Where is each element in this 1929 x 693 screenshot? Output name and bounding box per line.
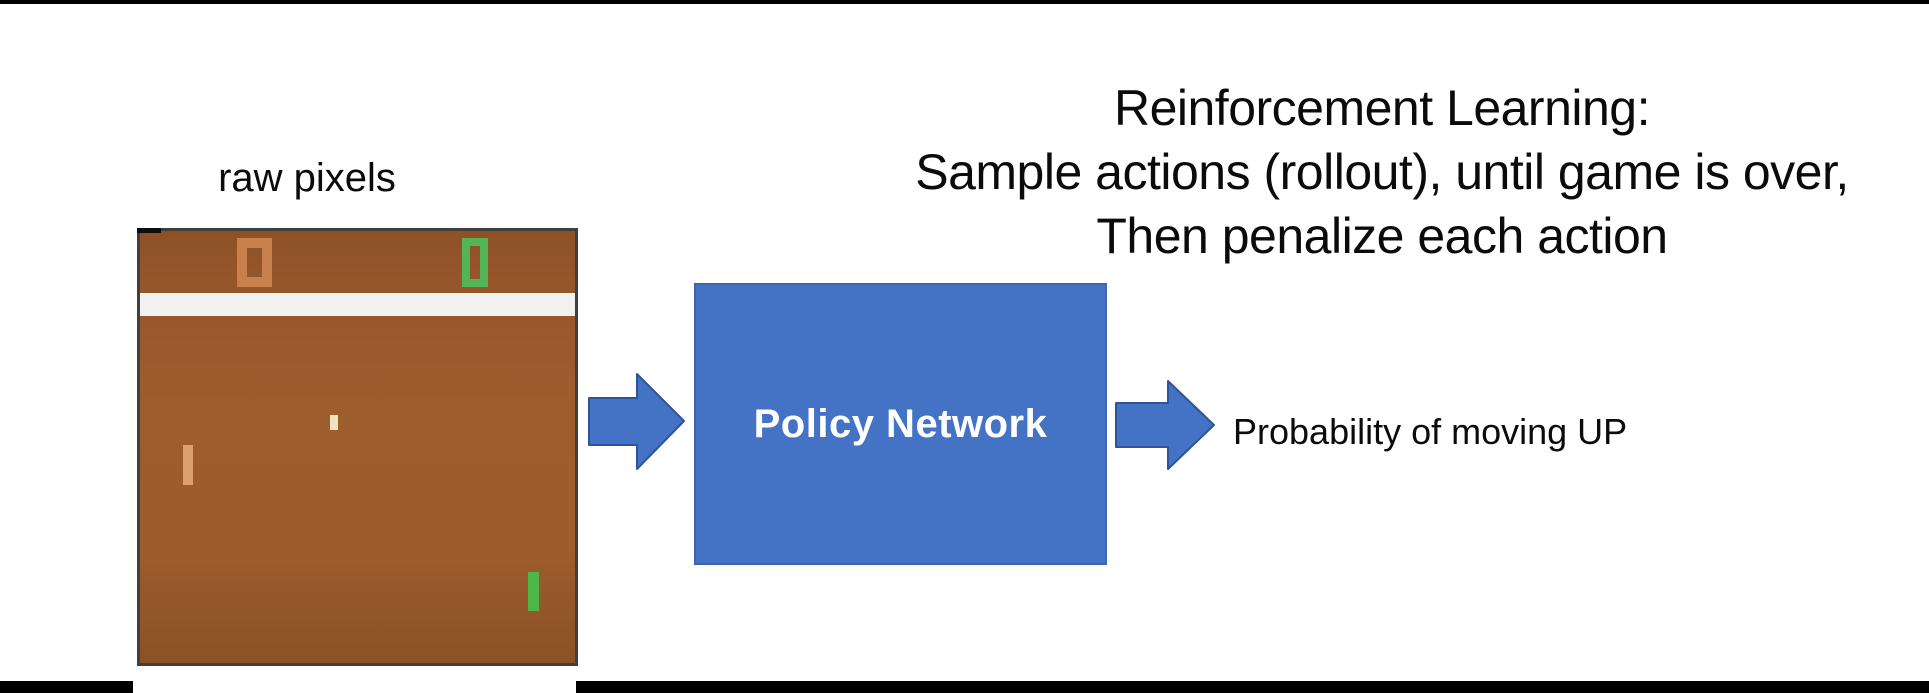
title-line-1: Reinforcement Learning: (1113, 80, 1651, 136)
policy-network-box: Policy Network (694, 283, 1107, 565)
probability-output-label: Probability of moving UP (1233, 411, 1628, 452)
arrow-right-icon (588, 373, 685, 470)
title-line-3: Then penalize each action (1096, 208, 1668, 264)
top-border-bar (0, 0, 1929, 4)
game-frame-notch (137, 228, 161, 233)
bottom-border-bar-left (0, 681, 133, 693)
right-score-digit (462, 238, 488, 287)
left-score-digit (237, 238, 272, 287)
game-white-band (140, 293, 575, 316)
right-paddle (528, 572, 539, 611)
left-paddle (183, 445, 193, 485)
pong-game-screenshot (137, 228, 578, 666)
raw-pixels-label: raw pixels (218, 156, 396, 200)
policy-network-label: Policy Network (753, 401, 1048, 446)
slide-title: Reinforcement Learning: Sample actions (… (832, 76, 1929, 268)
title-line-2: Sample actions (rollout), until game is … (915, 144, 1849, 200)
arrow-right-icon (1115, 380, 1215, 470)
pong-ball (330, 415, 338, 430)
bottom-border-bar-right (576, 681, 1929, 693)
